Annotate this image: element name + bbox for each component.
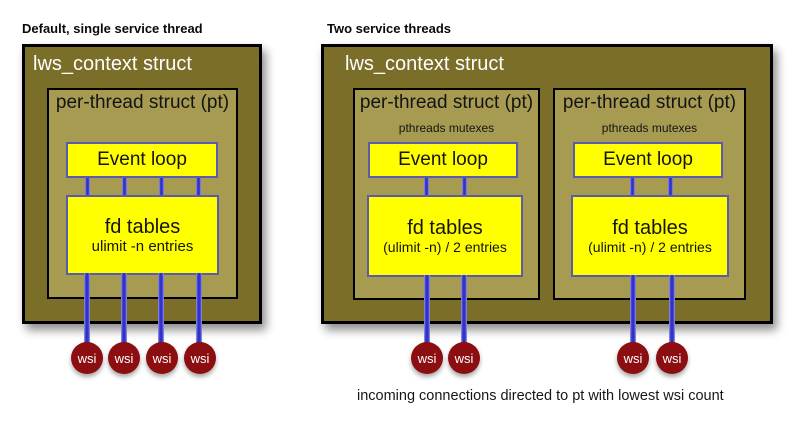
- connector-line: [630, 174, 635, 199]
- left-context-label: lws_context struct: [33, 53, 192, 75]
- left-event-loop-label: Event loop: [97, 149, 187, 170]
- connector-line: [668, 174, 673, 199]
- left-fd-tables-title: fd tables: [104, 215, 181, 238]
- right-fd-tables-title-2: fd tables: [612, 216, 688, 239]
- right-per-thread-label-2: per-thread struct (pt): [562, 92, 737, 113]
- right-fd-tables-box-1: fd tables (ulimit -n) / 2 entries: [367, 195, 523, 277]
- wsi-circle: wsi: [184, 342, 216, 374]
- right-event-loop-box-2: Event loop: [573, 142, 723, 178]
- wsi-line: [84, 273, 90, 348]
- wsi-label: wsi: [114, 350, 134, 366]
- connector-line: [159, 174, 164, 199]
- right-event-loop-box-1: Event loop: [368, 142, 518, 178]
- right-context-label: lws_context struct: [345, 53, 504, 75]
- wsi-circle: wsi: [448, 342, 480, 374]
- wsi-label: wsi: [623, 350, 643, 366]
- right-event-loop-label-2: Event loop: [603, 149, 693, 170]
- wsi-line: [196, 273, 202, 348]
- connector-line: [85, 174, 90, 199]
- wsi-line: [158, 273, 164, 348]
- left-fd-tables-box: fd tables ulimit -n entries: [66, 195, 219, 275]
- wsi-circle: wsi: [617, 342, 649, 374]
- wsi-line: [121, 273, 127, 348]
- connector-line: [196, 174, 201, 199]
- right-mutex-label-1: pthreads mutexes: [398, 121, 495, 135]
- wsi-circle: wsi: [146, 342, 178, 374]
- left-panel-title: Default, single service thread: [22, 21, 203, 36]
- wsi-label: wsi: [77, 350, 97, 366]
- wsi-circle: wsi: [108, 342, 140, 374]
- connector-line: [424, 174, 429, 199]
- wsi-circle: wsi: [411, 342, 443, 374]
- right-fd-tables-subtitle-2: (ulimit -n) / 2 entries: [588, 238, 712, 255]
- wsi-circle: wsi: [71, 342, 103, 374]
- bottom-caption: incoming connections directed to pt with…: [357, 388, 724, 404]
- wsi-line: [461, 275, 467, 348]
- wsi-circle: wsi: [656, 342, 688, 374]
- wsi-label: wsi: [417, 350, 437, 366]
- right-fd-tables-box-2: fd tables (ulimit -n) / 2 entries: [571, 195, 729, 277]
- right-fd-tables-title-1: fd tables: [407, 216, 483, 239]
- wsi-label: wsi: [152, 350, 172, 366]
- right-fd-tables-subtitle-1: (ulimit -n) / 2 entries: [383, 238, 507, 255]
- connector-line: [462, 174, 467, 199]
- wsi-label: wsi: [662, 350, 682, 366]
- right-event-loop-label-1: Event loop: [398, 149, 488, 170]
- left-fd-tables-subtitle: ulimit -n entries: [91, 237, 194, 255]
- wsi-line: [669, 275, 675, 348]
- right-panel-title: Two service threads: [327, 21, 452, 36]
- wsi-label: wsi: [454, 350, 474, 366]
- wsi-line: [630, 275, 636, 348]
- wsi-label: wsi: [190, 350, 210, 366]
- left-event-loop-box: Event loop: [66, 142, 218, 178]
- right-mutex-label-2: pthreads mutexes: [601, 121, 698, 135]
- right-per-thread-label-1: per-thread struct (pt): [359, 92, 534, 113]
- connector-line: [122, 174, 127, 199]
- left-per-thread-label: per-thread struct (pt): [55, 92, 230, 113]
- wsi-line: [424, 275, 430, 348]
